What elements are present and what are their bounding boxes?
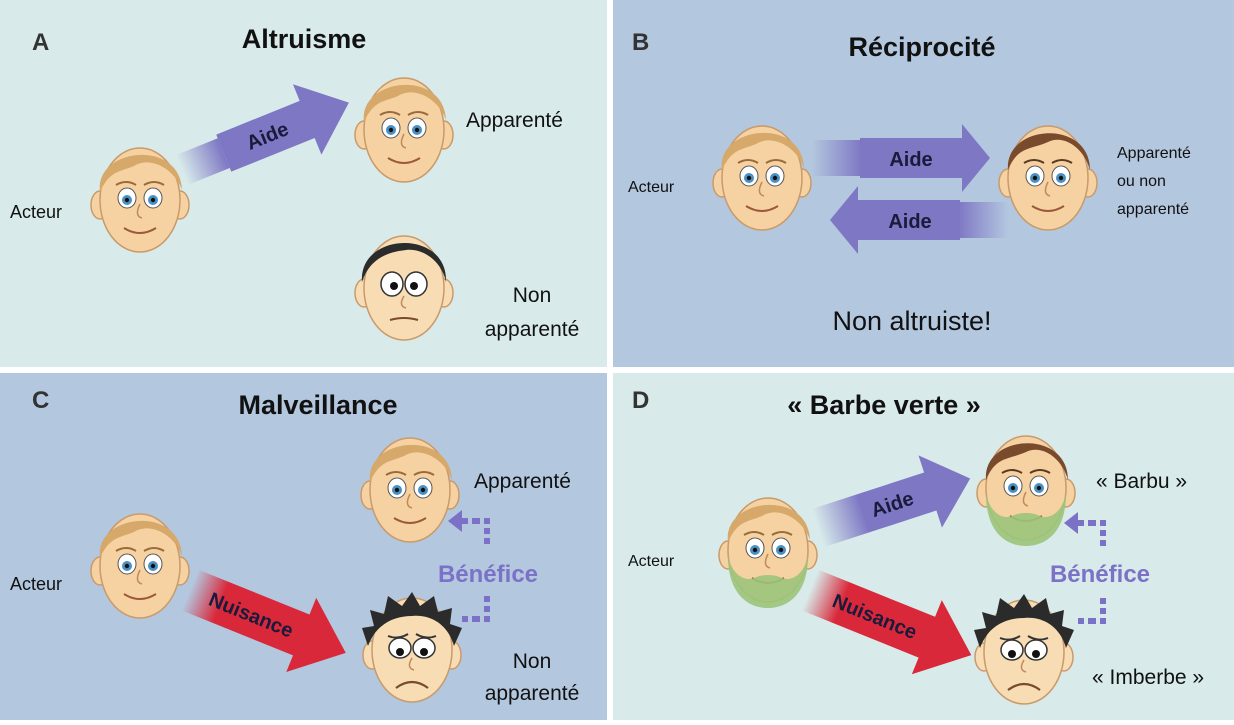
panel-d-benefit-arrow-up (1064, 512, 1106, 546)
panel-a-actor-label: Acteur (10, 202, 62, 222)
panel-c-letter: C (32, 387, 49, 414)
panel-b-note: Non altruiste! (832, 306, 991, 336)
panel-d-title: « Barbe verte » (787, 390, 981, 420)
panel-c-benefit-label: Bénéfice (438, 561, 538, 588)
panel-a-related-label: Apparenté (466, 109, 563, 132)
panel-c-unrelated-label-2: apparenté (485, 682, 580, 705)
panel-d-bearded-label: « Barbu » (1096, 470, 1187, 493)
panel-a-unrelated-label-1: Non (513, 284, 552, 307)
panel-b-help-arrow-right-label: Aide (889, 149, 932, 171)
panel-b-help-arrow-left: Aide (830, 186, 1008, 254)
panel-d-actor-label: Acteur (628, 553, 675, 570)
panel-c-actor-label: Acteur (10, 574, 62, 594)
panel-b-help-arrow-left-label: Aide (888, 211, 931, 233)
panel-d-letter: D (632, 387, 649, 414)
panel-d-benefit-arrow-down (1078, 598, 1106, 624)
panel-c-unrelated-label-1: Non (513, 650, 552, 673)
panel-b-partner-label-2: ou non (1117, 173, 1166, 190)
panel-a-title: Altruisme (242, 24, 367, 54)
panel-b-title: Réciprocité (848, 32, 995, 62)
panel-b-help-arrow-right: Aide (812, 124, 990, 192)
panel-d-help-arrow: Aide (811, 455, 971, 548)
panel-b-partner-label-3: apparenté (1117, 201, 1189, 218)
panel-a: A Altruisme Acteur Aide Apparenté Non ap… (10, 24, 579, 341)
panel-c-benefit-arrow-down (462, 596, 490, 622)
panel-b-partner-label-1: Apparenté (1117, 145, 1191, 162)
panel-a-bg (0, 0, 610, 370)
panel-d: D « Barbe verte » Acteur Aide Nuisance «… (628, 387, 1204, 706)
panel-c-benefit-arrow-up (448, 510, 490, 544)
panel-a-letter: A (32, 29, 49, 56)
panel-b-actor-label: Acteur (628, 179, 675, 196)
panel-a-unrelated-label-2: apparenté (485, 318, 580, 341)
panel-c-related-label: Apparenté (474, 470, 571, 493)
panel-b: B Réciprocité Acteur Aide Aide Apparenté… (628, 29, 1191, 336)
panel-b-letter: B (632, 29, 649, 56)
panel-c-title: Malveillance (238, 390, 397, 420)
panel-a-help-arrow: Aide (176, 84, 349, 185)
panel-d-beardless-label: « Imberbe » (1092, 666, 1204, 689)
panel-d-benefit-label: Bénéfice (1050, 561, 1150, 588)
